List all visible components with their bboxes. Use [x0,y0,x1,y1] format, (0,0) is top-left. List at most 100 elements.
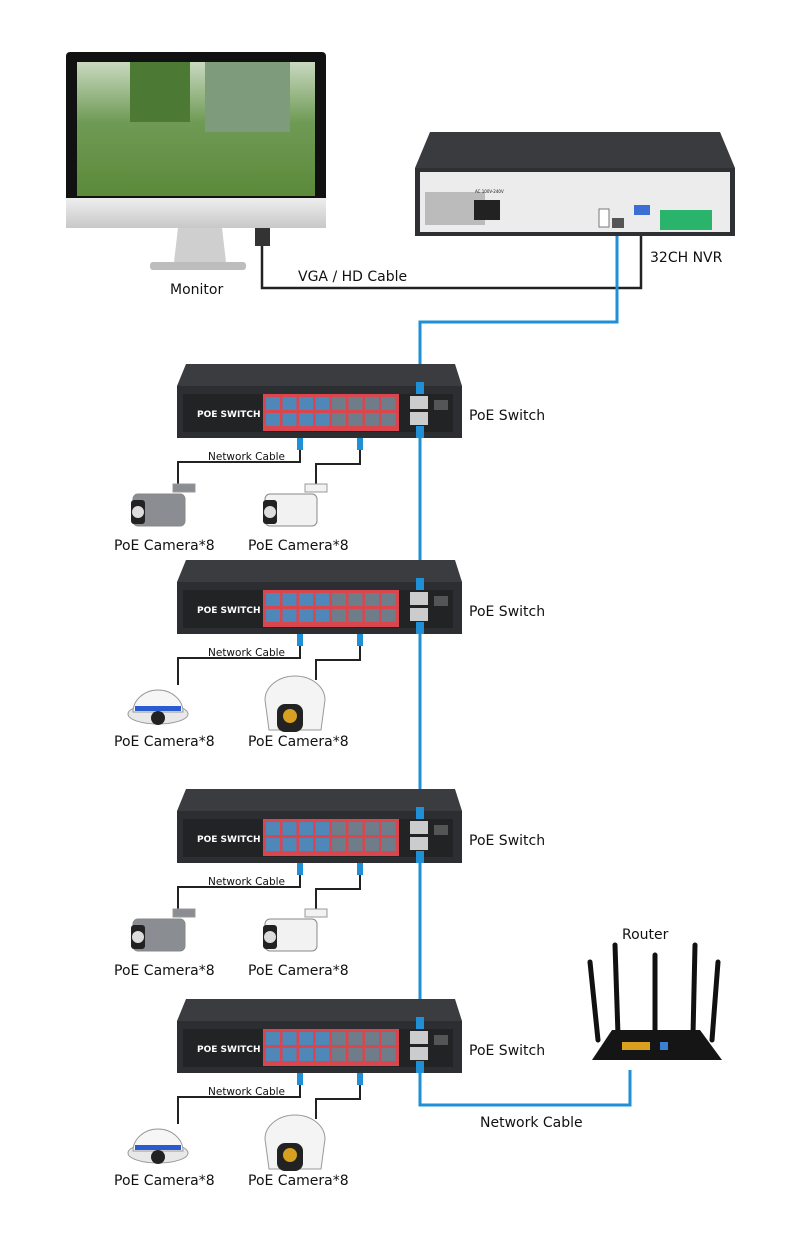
ethernet-port [332,1048,346,1061]
camera-label: PoE Camera*8 [114,538,215,554]
ethernet-port [266,397,280,410]
network-cable-label: Network Cable [208,876,285,888]
ethernet-port [381,1032,396,1045]
switch-panel-label: POE SWITCH [197,410,261,420]
camera-label: PoE Camera*8 [248,538,349,554]
ethernet-port [365,1048,379,1061]
ethernet-port [315,822,330,835]
ethernet-port [348,1048,363,1061]
router: Router Network Cable [480,927,722,1131]
svg-text:AC 100V-240V: AC 100V-240V [475,189,504,194]
uplink-port [410,837,428,850]
switch-panel-label: POE SWITCH [197,1045,261,1055]
video-cable-label: VGA / HD Cable [298,269,407,285]
ethernet-port [348,838,363,851]
ethernet-port [332,593,346,606]
camera-dome [127,689,189,725]
ethernet-port [348,593,363,606]
uplink-port [410,608,428,621]
ethernet-port [266,413,280,426]
ethernet-port [365,822,379,835]
ethernet-port [299,593,313,606]
camera-label: PoE Camera*8 [248,963,349,979]
sfp-port [434,825,448,835]
poe-switch: POE SWITCH [177,560,462,634]
ethernet-port [282,838,297,851]
uplink-port [410,592,428,605]
ethernet-port [365,1032,379,1045]
nvr-lan-port [612,218,624,228]
ethernet-port [315,1048,330,1061]
ethernet-port [282,593,297,606]
ethernet-port [348,609,363,622]
ethernet-port [282,822,297,835]
camera-cable [315,1071,361,1119]
ethernet-port [348,822,363,835]
sfp-port [434,400,448,410]
nvr-ethernet-cable [418,228,619,380]
ethernet-port [365,593,379,606]
ethernet-port [332,1032,346,1045]
camera-cable [315,632,361,680]
switch-label: PoE Switch [469,604,545,620]
camera-turret [264,675,326,732]
router-label: Router [622,927,669,943]
ethernet-port [332,838,346,851]
ethernet-port [332,822,346,835]
router-ports [622,1042,650,1050]
camera-dome [127,1128,189,1164]
network-cable-label: Network Cable [208,1086,285,1098]
ethernet-port [365,397,379,410]
sfp-port [434,596,448,606]
ethernet-port [266,1032,280,1045]
camera-bullet-gray [131,483,196,527]
ethernet-port [299,1032,313,1045]
uplink-port [410,396,428,409]
ethernet-port [282,1032,297,1045]
ethernet-port [299,822,313,835]
ethernet-port [266,1048,280,1061]
ethernet-port [348,413,363,426]
ethernet-port [299,397,313,410]
camera-turret [264,1114,326,1171]
ethernet-port [332,413,346,426]
camera-cable [315,861,361,909]
uplink-port [410,1047,428,1060]
ethernet-port [266,593,280,606]
ethernet-port [315,413,330,426]
switch-label: PoE Switch [469,1043,545,1059]
ethernet-port [381,1048,396,1061]
nvr-vga-port [634,205,650,215]
ethernet-port [348,1032,363,1045]
poe-switch: POE SWITCH [177,364,462,438]
ethernet-port [381,838,396,851]
monitor: Monitor [66,52,326,298]
ethernet-port [282,397,297,410]
camera-label: PoE Camera*8 [248,734,349,750]
ethernet-port [315,397,330,410]
ethernet-port [299,413,313,426]
nvr-power-socket [474,200,500,220]
network-cable-label: Network Cable [208,647,285,659]
nvr: AC 100V-240V 32CH NVR [415,132,735,266]
switch-panel-label: POE SWITCH [197,835,261,845]
network-cable-label: Network Cable [208,451,285,463]
vga-cable [260,228,643,290]
camera-label: PoE Camera*8 [248,1173,349,1189]
ethernet-port [299,838,313,851]
ethernet-port [332,397,346,410]
uplink-port [410,821,428,834]
ethernet-port [266,609,280,622]
router-ethernet-cable [418,1070,632,1107]
ethernet-port [266,822,280,835]
ethernet-port [365,838,379,851]
ethernet-port [348,397,363,410]
ethernet-port [381,593,396,606]
ethernet-port [282,413,297,426]
ethernet-port [266,838,280,851]
